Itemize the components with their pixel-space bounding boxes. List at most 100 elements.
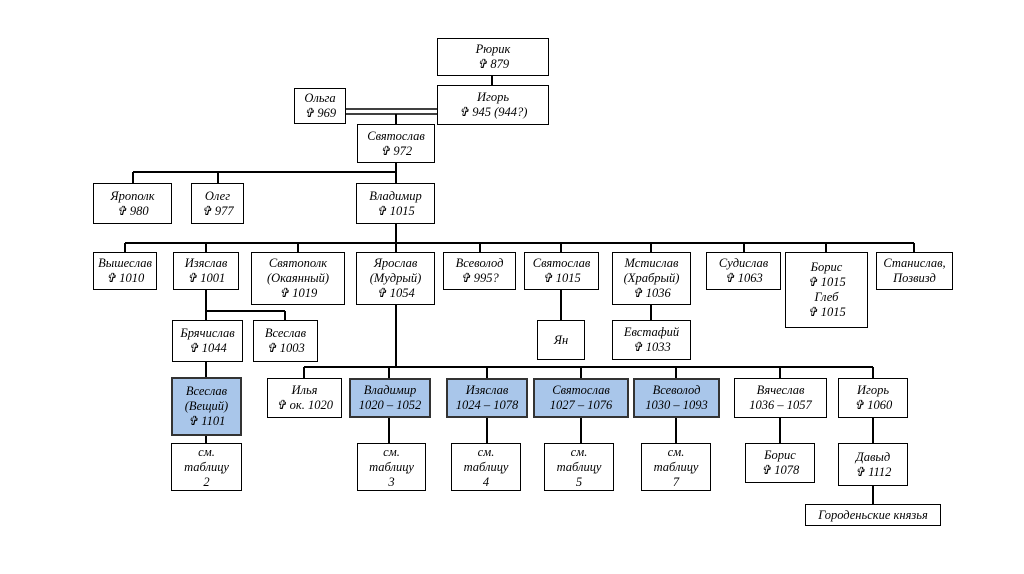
node-name: Игорь [476, 90, 510, 104]
node-date: ✞ 1010 [105, 271, 145, 285]
node-name: Святослав [532, 256, 591, 270]
node-name: Изяслав [465, 383, 509, 397]
table-ref-number: 5 [575, 474, 583, 489]
node-vysheslav: Вышеслав ✞ 1010 [93, 252, 157, 290]
node-date: ✞ 969 [303, 106, 337, 120]
node-olga: Ольга ✞ 969 [294, 88, 346, 124]
node-vladimir: Владимир ✞ 1015 [356, 183, 435, 224]
node-date: ✞ 1044 [188, 341, 227, 355]
table-ref-prefix: см. [383, 444, 400, 459]
node-name: Всеслав [264, 326, 307, 340]
node-date: ✞ 1015 [376, 203, 415, 218]
node-date: ✞ 1019 [278, 286, 318, 300]
node-igor: Игорь ✞ 945 (944?) [437, 85, 549, 125]
node-date: 1020 – 1052 [358, 398, 422, 412]
node-rurik: Рюрик ✞ 879 [437, 38, 549, 76]
node-date: ✞ 1015 [807, 305, 846, 319]
node-name: Изяслав [184, 256, 228, 270]
node-name: Святослав [367, 128, 425, 143]
node-name: Ян [553, 332, 569, 347]
table-ref-prefix: см. [198, 444, 215, 459]
node-name: Глеб [814, 290, 839, 304]
table-ref-number: 4 [482, 474, 490, 489]
node-gorodensk-princes: Городеньские князья [805, 504, 941, 526]
node-vseslav-1003: Всеслав ✞ 1003 [253, 320, 318, 362]
node-name: Игорь [856, 383, 890, 397]
node-date: ✞ 1036 [632, 286, 671, 300]
node-name: Всеволод [455, 256, 504, 270]
node-date: ✞ 1015 [542, 271, 581, 285]
node-name: Позвизд [893, 271, 936, 285]
node-date: ✞ 1054 [376, 286, 415, 300]
node-stanislav-pozvizd: Станислав, Позвизд [876, 252, 953, 290]
node-name: Вышеслав [98, 256, 152, 270]
node-davyd: Давыд ✞ 1112 [838, 443, 908, 486]
node-date: ✞ 995? [460, 271, 499, 285]
table-ref-7: см. таблицу 7 [641, 443, 711, 491]
node-name: Ярослав [373, 256, 418, 270]
node-name: Брячислав [180, 326, 235, 340]
node-name: Евстафий [623, 325, 680, 339]
node-date: ✞ 879 [476, 57, 510, 71]
node-epithet: (Храбрый) [623, 271, 680, 285]
node-date: ✞ 1078 [760, 463, 800, 477]
node-name: Судислав [718, 256, 769, 270]
node-name: Борис [764, 448, 796, 462]
node-date: 1036 – 1057 [749, 398, 812, 412]
node-date: ✞ 945 (944?) [458, 105, 528, 119]
node-izyaslav-1078: Изяслав 1024 – 1078 [446, 378, 528, 418]
node-epithet: (Окаянный) [266, 271, 330, 285]
node-name: Рюрик [475, 42, 511, 56]
node-yaropolk: Ярополк ✞ 980 [93, 183, 172, 224]
node-izyaslav: Изяслав ✞ 1001 [173, 252, 239, 290]
table-ref-word: таблицу [653, 459, 699, 474]
node-date: ✞ 1015 [807, 275, 846, 289]
node-date: ✞ 1060 [853, 398, 893, 412]
node-date: 1024 – 1078 [455, 398, 519, 412]
node-svyatopolk: Святополк (Окаянный) ✞ 1019 [251, 252, 345, 305]
table-ref-5: см. таблицу 5 [544, 443, 614, 491]
node-vladimir-1052: Владимир 1020 – 1052 [349, 378, 431, 418]
table-ref-number: 3 [388, 474, 395, 489]
node-yan: Ян [537, 320, 585, 360]
node-name: Илья [291, 383, 318, 397]
node-name: Владимир [363, 383, 417, 397]
node-boris-gleb: Борис ✞ 1015 Глеб ✞ 1015 [785, 252, 868, 328]
node-bryachislav: Брячислав ✞ 1044 [172, 320, 243, 362]
node-epithet: (Мудрый) [369, 271, 422, 285]
node-vseslav-veshchiy: Всеслав (Вещий) ✞ 1101 [171, 377, 242, 436]
node-date: ✞ 1063 [724, 271, 763, 285]
table-ref-3: см. таблицу 3 [357, 443, 426, 491]
node-name: Святослав [552, 383, 610, 397]
node-sudislav: Судислав ✞ 1063 [706, 252, 781, 290]
node-boris-1078: Борис ✞ 1078 [745, 443, 815, 483]
node-date: ✞ 1101 [187, 414, 226, 428]
node-mstislav: Мстислав (Храбрый) ✞ 1036 [612, 252, 691, 305]
node-date: ✞ 1033 [632, 340, 671, 354]
node-name: Олег [204, 188, 231, 203]
node-oleg: Олег ✞ 977 [191, 183, 244, 224]
node-igor-1060: Игорь ✞ 1060 [838, 378, 908, 418]
table-ref-number: 2 [203, 474, 210, 489]
node-date: ✞ 977 [201, 203, 234, 218]
table-ref-number: 7 [672, 474, 680, 489]
node-name: Мстислав [624, 256, 679, 270]
table-ref-4: см. таблицу 4 [451, 443, 521, 491]
node-name: Святополк [268, 256, 328, 270]
table-ref-2: см. таблицу 2 [171, 443, 242, 491]
node-name: Владимир [369, 188, 422, 203]
node-name: Борис [810, 260, 843, 274]
table-ref-word: таблицу [184, 459, 229, 474]
node-vsevolod-995: Всеволод ✞ 995? [443, 252, 516, 290]
node-svyatoslav-1015: Святослав ✞ 1015 [524, 252, 599, 290]
node-name: Давыд [855, 449, 891, 464]
node-date: ✞ ок. 1020 [276, 398, 333, 412]
node-date: 1027 – 1076 [549, 398, 613, 412]
table-ref-prefix: см. [477, 444, 495, 459]
table-ref-word: таблицу [556, 459, 602, 474]
node-vsevolod-1093: Всеволод 1030 – 1093 [633, 378, 720, 418]
node-name: Вячеслав [756, 383, 805, 397]
node-date: 1030 – 1093 [645, 398, 708, 412]
node-date: ✞ 972 [379, 143, 413, 158]
